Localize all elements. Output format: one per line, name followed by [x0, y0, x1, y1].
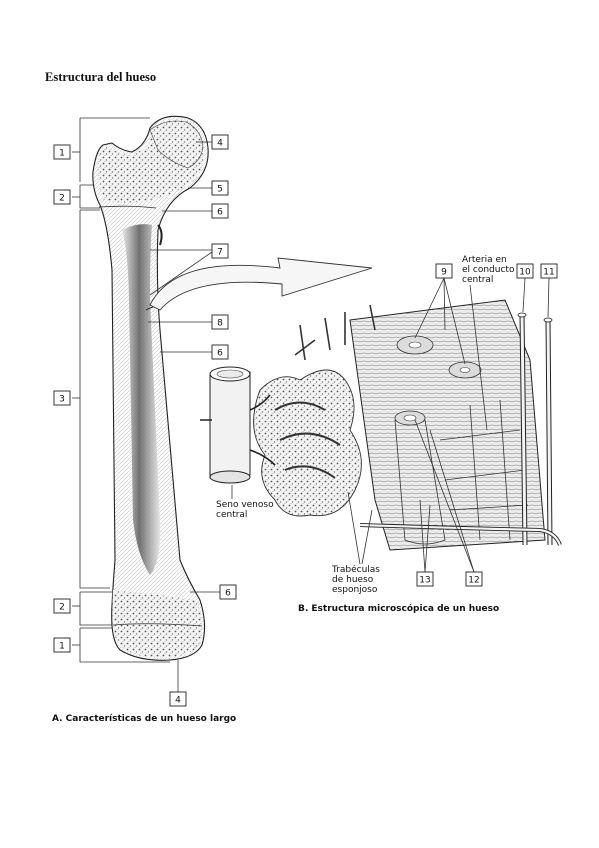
svg-text:7: 7: [217, 248, 223, 258]
microscopic-bone-illustration: [200, 299, 562, 551]
label-6-b: 6: [160, 344, 229, 360]
label-11: 11: [540, 263, 558, 318]
label-13: 13: [416, 499, 434, 587]
svg-text:6: 6: [217, 208, 223, 218]
svg-text:8: 8: [217, 319, 223, 329]
long-bone-illustration: [92, 115, 209, 661]
svg-text:13: 13: [419, 576, 430, 586]
svg-text:2: 2: [59, 603, 65, 613]
label-trabeculas: Trabéculas de hueso esponjoso: [331, 491, 380, 595]
label-7: 7: [149, 243, 229, 296]
svg-text:11: 11: [543, 268, 554, 278]
svg-text:6: 6: [225, 589, 231, 599]
caption-a: A. Características de un hueso largo: [52, 714, 236, 724]
label-1-bottom: 1: [53, 637, 71, 653]
label-10: 10: [516, 263, 534, 313]
label-seno: Seno venoso central: [216, 485, 274, 520]
page-title: Estructura del hueso: [45, 70, 157, 84]
svg-text:el conducto: el conducto: [462, 265, 515, 275]
svg-text:de hueso: de hueso: [332, 575, 374, 585]
label-4-bottom: 4: [169, 660, 187, 707]
label-8: 8: [148, 314, 229, 330]
label-3: 3: [53, 390, 71, 406]
svg-text:1: 1: [59, 642, 65, 652]
zoom-arrow: [149, 257, 373, 311]
svg-text:Trabéculas: Trabéculas: [331, 564, 380, 575]
svg-text:2: 2: [59, 194, 65, 204]
svg-text:3: 3: [59, 395, 65, 405]
label-9: 9: [414, 263, 466, 365]
label-12: 12: [414, 419, 483, 587]
label-1-top: 1: [53, 144, 71, 160]
svg-text:4: 4: [217, 139, 223, 149]
label-4-top: 4: [196, 134, 229, 150]
svg-text:Arteria en: Arteria en: [462, 255, 507, 265]
svg-text:9: 9: [441, 268, 447, 278]
svg-text:Seno venoso: Seno venoso: [216, 500, 274, 510]
region-brackets: [72, 117, 170, 663]
svg-text:esponjoso: esponjoso: [332, 585, 378, 595]
svg-text:5: 5: [217, 185, 223, 195]
svg-text:6: 6: [217, 349, 223, 359]
svg-text:central: central: [216, 510, 247, 520]
svg-text:1: 1: [59, 149, 65, 159]
svg-text:12: 12: [468, 576, 479, 586]
label-2-top: 2: [53, 189, 71, 205]
label-5: 5: [188, 180, 229, 196]
svg-text:central: central: [462, 275, 493, 285]
svg-text:10: 10: [519, 268, 531, 278]
label-6-c: 6: [190, 584, 237, 600]
caption-b: B. Estructura microscópica de un hueso: [298, 603, 499, 614]
label-arteria: Arteria en el conducto central: [462, 255, 515, 431]
svg-text:4: 4: [175, 696, 181, 706]
label-2-bottom: 2: [53, 598, 71, 614]
label-6-a: 6: [162, 203, 229, 219]
